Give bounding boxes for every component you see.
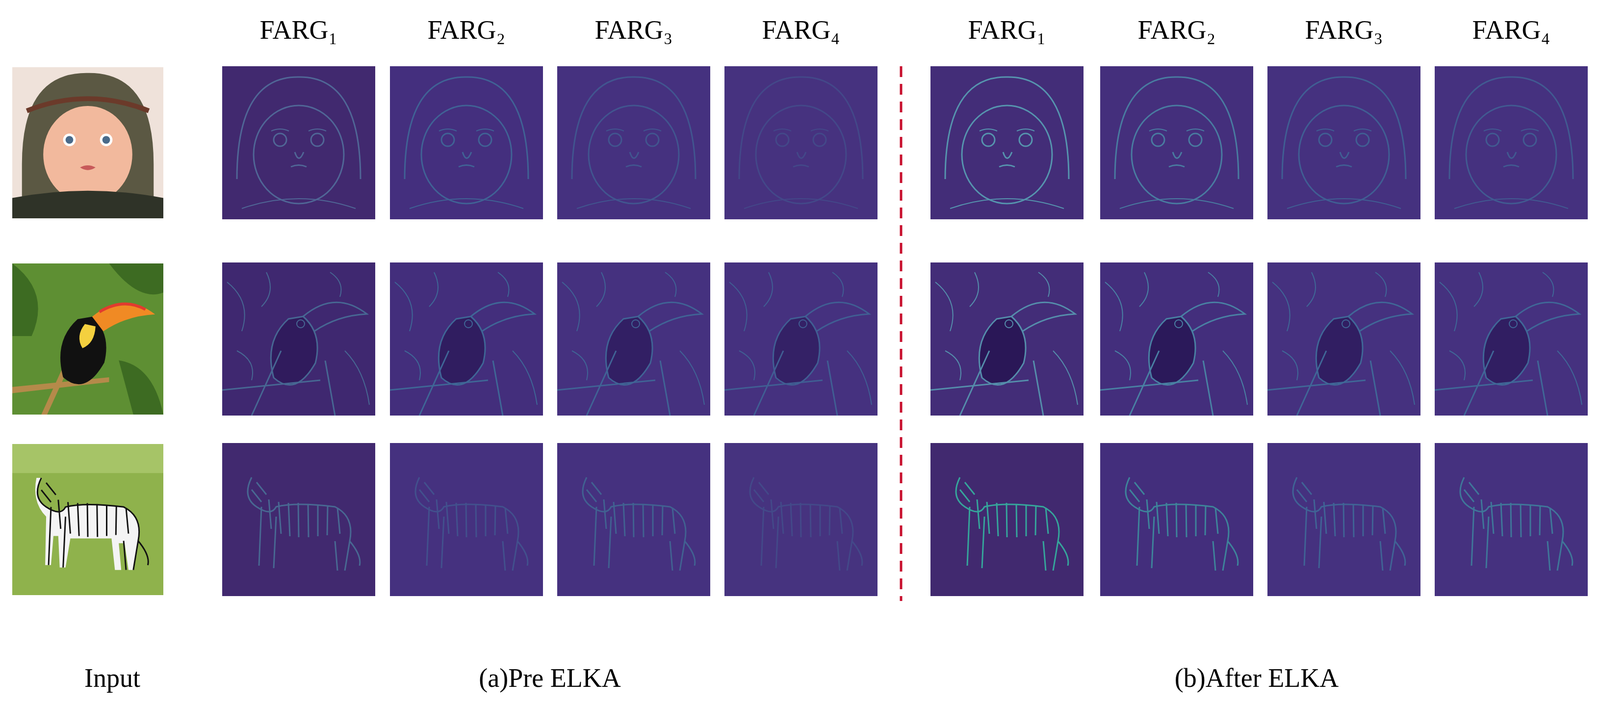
column-header: FARG₄ bbox=[1472, 15, 1551, 45]
panel-caption: (b)After ELKA bbox=[1174, 663, 1339, 693]
column-header: FARG₂ bbox=[1137, 15, 1216, 45]
column-header: FARG₁ bbox=[259, 15, 338, 45]
column-header: FARG₁ bbox=[968, 15, 1047, 45]
column-header: FARG₃ bbox=[1305, 15, 1384, 45]
row-caption: Input bbox=[84, 663, 141, 693]
column-header: FARG₄ bbox=[762, 15, 841, 45]
panel-caption: (a)Pre ELKA bbox=[478, 663, 621, 693]
column-header: FARG₃ bbox=[594, 15, 673, 45]
column-header: FARG₂ bbox=[427, 15, 506, 45]
